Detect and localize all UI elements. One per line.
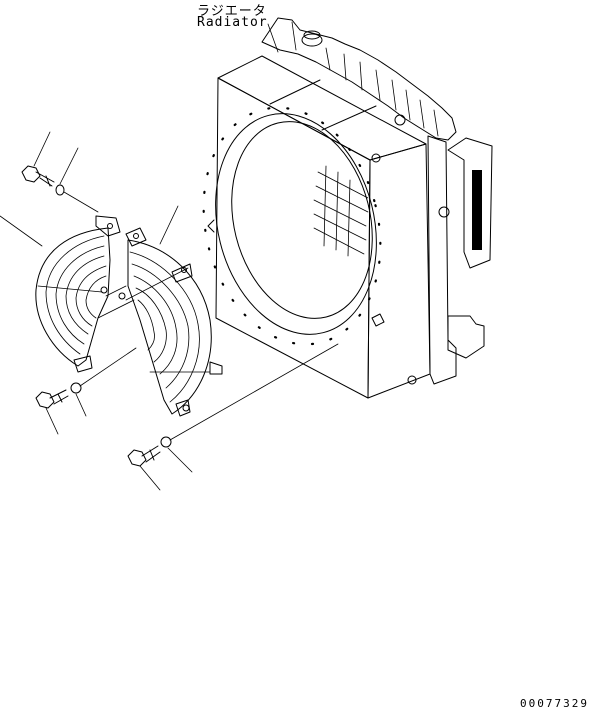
leader-washer-top: [59, 147, 79, 185]
fastener-middle: [35, 382, 82, 409]
washer-bottom: [160, 436, 172, 448]
fan-guard-right-spoke: [125, 267, 189, 301]
fan-guard-left-half: [35, 215, 121, 373]
leader-washer-bottom: [167, 447, 193, 473]
radiator-label-japanese: ラジエータ: [197, 4, 267, 19]
radiator-cap: [301, 33, 323, 47]
drawing-code: 00077329: [520, 697, 589, 710]
washer-middle: [70, 382, 82, 394]
radiator-bottom-lug: [371, 313, 385, 327]
leader-washer-middle: [75, 393, 87, 417]
radiator-assembly: [202, 17, 493, 399]
bolt-middle: [35, 389, 69, 409]
radiator-core-mesh: [313, 165, 369, 257]
leader-lines: [0, 131, 339, 491]
fan-guard-left-tab-top: [95, 215, 121, 237]
radiator-bottom-mount: [447, 315, 485, 359]
shroud-inner-ring: [231, 121, 373, 319]
radiator-core-front: [215, 77, 371, 399]
assembly-line-guard-link-2: [105, 285, 127, 297]
fan-guard-right-hole-left: [118, 292, 126, 300]
radiator-cap-top: [303, 30, 321, 40]
radiator-hose-fitting: [394, 114, 406, 126]
assembly-line-bottom-washer: [169, 343, 339, 441]
radiator-left-lug: [207, 219, 215, 233]
fan-guard-right-tab-top: [125, 227, 147, 247]
assembly-line-guard-link: [97, 299, 135, 319]
leader-guard-right: [159, 205, 179, 245]
fan-guard-right-tab-hole: [133, 233, 139, 239]
radiator-tank-ribs: [291, 21, 439, 137]
bolt-bottom: [127, 445, 161, 467]
fan-guard-right-tab-mid-hole: [181, 267, 187, 273]
radiator-top-tank: [261, 17, 457, 141]
assembly-line-top-washer: [63, 191, 99, 213]
radiator-leader-line: [267, 23, 279, 53]
radiator-core-divider: [269, 79, 321, 105]
fan-guard-right-arcs: [129, 251, 200, 403]
shroud-outer-ring: [215, 113, 377, 335]
radiator-core-side: [367, 143, 431, 399]
fan-guard-left-tab-hole: [107, 223, 113, 229]
fan-guard-left-outline: [35, 227, 111, 367]
fastener-bottom: [127, 436, 172, 467]
radiator-top-plug: [371, 153, 381, 163]
fan-guard-left-tab-bottom: [73, 355, 93, 373]
fan-guard-right-tab-bottom: [175, 399, 191, 417]
fan-guard-left-hole-mid: [100, 286, 108, 294]
washer-top: [55, 184, 65, 196]
leader-bolt-top: [33, 131, 51, 167]
leader-bolt-bottom: [139, 465, 161, 491]
radiator-side-frame: [427, 135, 457, 385]
shroud-bolt-circle: [202, 106, 382, 346]
radiator-core-divider-2: [321, 105, 377, 131]
leader-guard-left: [0, 215, 43, 247]
radiator-label-english: Radiator: [197, 15, 268, 30]
fan-guard-left-spoke: [37, 285, 103, 293]
fan-guard-right-hole-bottom: [182, 404, 190, 412]
fan-guard-right-outline: [127, 239, 212, 415]
assembly-line-mid-washer: [79, 347, 137, 387]
fan-guard-left-arcs: [45, 235, 107, 355]
leader-bolt-middle: [45, 407, 59, 435]
fan-guard-right-half: [118, 227, 223, 417]
bolt-top: [21, 165, 55, 187]
fastener-top: [21, 165, 65, 196]
radiator-side-slot: [472, 170, 482, 250]
fan-guard-right-tab-side: [209, 361, 223, 375]
fan-guard-right-tab-mid: [171, 263, 193, 283]
radiator-drain-plug: [438, 206, 450, 218]
radiator-bottom-plug: [407, 375, 417, 385]
radiator-side-bracket: [447, 137, 493, 269]
